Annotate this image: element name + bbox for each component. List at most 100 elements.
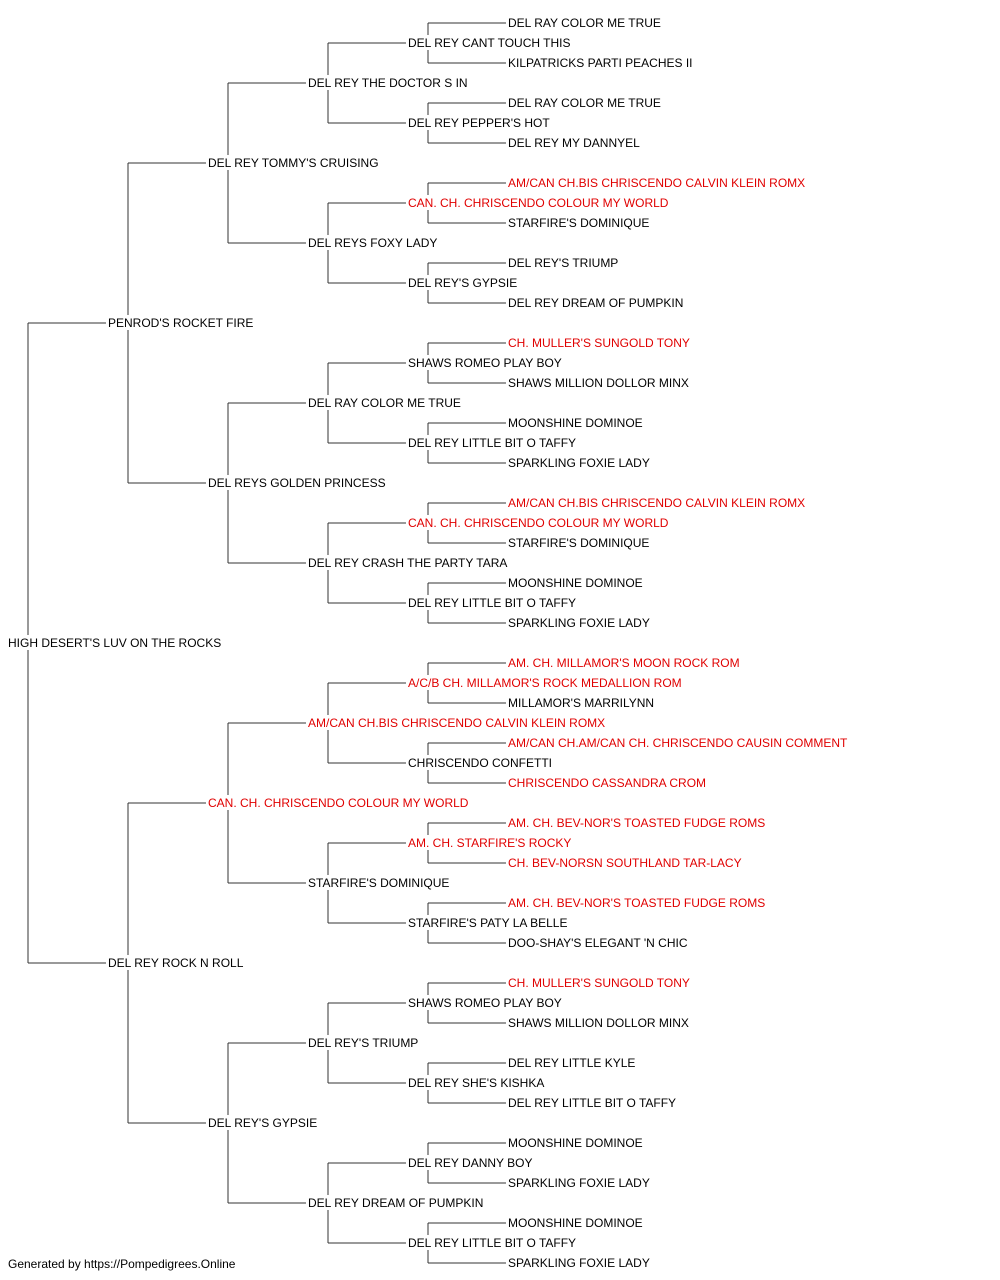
dog-dam-sire-name[interactable]: CAN. CH. CHRISCENDO COLOUR MY WORLD [208,796,469,810]
dog-dam-sire-sire-dam-sire-name[interactable]: AM/CAN CH.AM/CAN CH. CHRISCENDO CAUSIN C… [508,736,848,750]
dog-dam-dam-dam-name[interactable]: DEL REY DREAM OF PUMPKIN [308,1196,483,1210]
dog-dam-dam-dam-sire-name-bg [406,1155,537,1170]
dog-sire-dam-sire-sire-name-bg [406,355,558,370]
dog-sire-dam-dam-sire-name-bg [406,515,668,530]
dog-sire-sire-dam-dam-name-bg [406,275,529,290]
dog-dam-sire-sire-sire-dam-name[interactable]: MILLAMOR'S MARRILYNN [508,696,654,710]
dog-sire-dam-dam-sire-dam-name[interactable]: STARFIRE'S DOMINIQUE [508,536,649,550]
dog-sire-sire-dam-name-bg [306,235,444,250]
dog-dam-sire-sire-dam-dam-name[interactable]: CHRISCENDO CASSANDRA CROM [508,776,706,790]
dog-dam-dam-dam-dam-sire-name[interactable]: MOONSHINE DOMINOE [508,1216,643,1230]
dog-sire-sire-name[interactable]: DEL REY TOMMY'S CRUISING [208,156,379,170]
dog-dam-name[interactable]: DEL REY ROCK N ROLL [108,956,244,970]
dog-dam-sire-dam-dam-name-bg [406,915,588,930]
dog-dam-dam-dam-sire-sire-name[interactable]: MOONSHINE DOMINOE [508,1136,643,1150]
dog-sire-sire-sire-sire-name-bg [406,35,580,50]
dog-dam-dam-dam-dam-dam-name-bg [506,1255,658,1270]
dog-sire-dam-sire-dam-sire-name-bg [506,415,637,430]
dog-sire-sire-sire-sire-sire-name[interactable]: DEL RAY COLOR ME TRUE [508,16,661,30]
dog-sire-dam-sire-dam-name[interactable]: DEL REY LITTLE BIT O TAFFY [408,436,576,450]
dog-sire-dam-dam-name-bg [306,555,517,570]
dog-sire-name[interactable]: PENROD'S ROCKET FIRE [108,316,253,330]
generated-by-footer: Generated by https://Pompedigrees.Online [8,1257,236,1271]
dog-dam-dam-sire-name[interactable]: DEL REY'S TRIUMP [308,1036,418,1050]
dog-dam-sire-sire-name-bg [306,715,619,730]
dog-sire-dam-sire-sire-dam-name[interactable]: SHAWS MILLION DOLLOR MINX [508,376,689,390]
dog-sire-dam-dam-sire-sire-name[interactable]: AM/CAN CH.BIS CHRISCENDO CALVIN KLEIN RO… [508,496,805,510]
dog-sire-sire-dam-sire-dam-name[interactable]: STARFIRE'S DOMINIQUE [508,216,649,230]
dog-dam-sire-dam-sire-name[interactable]: AM. CH. STARFIRE'S ROCKY [408,836,571,850]
dog-dam-sire-dam-name[interactable]: STARFIRE'S DOMINIQUE [308,876,449,890]
dog-sire-sire-dam-name[interactable]: DEL REYS FOXY LADY [308,236,437,250]
dog-dam-sire-dam-sire-dam-name[interactable]: CH. BEV-NORSN SOUTHLAND TAR-LACY [508,856,742,870]
dog-sire-sire-dam-sire-name[interactable]: CAN. CH. CHRISCENDO COLOUR MY WORLD [408,196,669,210]
dog-sire-dam-name[interactable]: DEL REYS GOLDEN PRINCESS [208,476,386,490]
dog-dam-sire-sire-sire-sire-name[interactable]: AM. CH. MILLAMOR'S MOON ROCK ROM [508,656,740,670]
dog-dam-sire-sire-name[interactable]: AM/CAN CH.BIS CHRISCENDO CALVIN KLEIN RO… [308,716,605,730]
dog-sire-dam-sire-name[interactable]: DEL RAY COLOR ME TRUE [308,396,461,410]
dog-dam-dam-sire-sire-name-bg [406,995,558,1010]
dog-dam-dam-sire-sire-name[interactable]: SHAWS ROMEO PLAY BOY [408,996,562,1010]
dog-dam-dam-dam-sire-dam-name-bg [506,1175,658,1190]
dog-dam-sire-sire-dam-sire-name-bg [506,735,848,750]
dog-dam-sire-sire-dam-dam-name-bg [506,775,695,790]
dog-sire-dam-dam-dam-sire-name-bg [506,575,637,590]
dog-sire-sire-dam-dam-sire-name-bg [506,255,629,270]
dog-dam-sire-dam-name-bg [306,875,458,890]
dog-sire-sire-sire-sire-dam-name-bg [506,55,717,70]
dog-sire-name-bg [106,315,258,330]
dog-dam-dam-sire-sire-sire-name-bg [506,975,695,990]
dog-dam-sire-dam-dam-dam-name[interactable]: DOO-SHAY'S ELEGANT 'N CHIC [508,936,688,950]
dog-dam-sire-sire-sire-name[interactable]: A/C/B CH. MILLAMOR'S ROCK MEDALLION ROM [408,676,682,690]
dog-sire-sire-sire-name-bg [306,75,480,90]
dog-dam-sire-sire-dam-name[interactable]: CHRISCENDO CONFETTI [408,756,552,770]
dog-dam-dam-dam-dam-name-bg [406,1235,602,1250]
dog-dam-sire-dam-sire-sire-name[interactable]: AM. CH. BEV-NOR'S TOASTED FUDGE ROMS [508,816,765,830]
dog-dam-dam-dam-sire-dam-name[interactable]: SPARKLING FOXIE LADY [508,1176,650,1190]
dog-sire-dam-dam-dam-dam-name[interactable]: SPARKLING FOXIE LADY [508,616,650,630]
dog-dam-dam-sire-sire-dam-name-bg [506,1015,695,1030]
dog-sire-dam-dam-dam-name[interactable]: DEL REY LITTLE BIT O TAFFY [408,596,576,610]
dog-sire-dam-sire-dam-dam-name-bg [506,455,658,470]
dog-sire-sire-sire-dam-dam-name[interactable]: DEL REY MY DANNYEL [508,136,640,150]
dog-dam-sire-sire-sire-name-bg [406,675,697,690]
dog-sire-dam-sire-sire-dam-name-bg [506,375,695,390]
dog-sire-dam-dam-name[interactable]: DEL REY CRASH THE PARTY TARA [308,556,507,570]
dog-sire-dam-sire-dam-sire-name[interactable]: MOONSHINE DOMINOE [508,416,643,430]
dog-name[interactable]: HIGH DESERT'S LUV ON THE ROCKS [8,636,221,650]
dog-dam-dam-dam-dam-sire-name-bg [506,1215,637,1230]
dog-sire-dam-dam-sire-sire-name-bg [506,495,819,510]
dog-sire-sire-dam-sire-sire-name[interactable]: AM/CAN CH.BIS CHRISCENDO CALVIN KLEIN RO… [508,176,805,190]
dog-sire-dam-dam-sire-name[interactable]: CAN. CH. CHRISCENDO COLOUR MY WORLD [408,516,669,530]
dog-sire-sire-sire-dam-sire-name[interactable]: DEL RAY COLOR ME TRUE [508,96,661,110]
dog-dam-dam-sire-dam-dam-name[interactable]: DEL REY LITTLE BIT O TAFFY [508,1096,676,1110]
dog-sire-sire-dam-sire-dam-name-bg [506,215,658,230]
dog-sire-sire-sire-sire-dam-name[interactable]: KILPATRICKS PARTI PEACHES II [508,56,693,70]
dog-sire-dam-sire-dam-dam-name[interactable]: SPARKLING FOXIE LADY [508,456,650,470]
dog-sire-sire-dam-dam-dam-name[interactable]: DEL REY DREAM OF PUMPKIN [508,296,683,310]
dog-sire-sire-dam-dam-sire-name[interactable]: DEL REY'S TRIUMP [508,256,618,270]
dog-sire-sire-dam-dam-name[interactable]: DEL REY'S GYPSIE [408,276,517,290]
dog-sire-sire-dam-sire-sire-name-bg [506,175,819,190]
dog-sire-dam-sire-sire-sire-name[interactable]: CH. MULLER'S SUNGOLD TONY [508,336,690,350]
dog-dam-sire-sire-dam-name-bg [406,755,551,770]
dog-sire-sire-sire-name[interactable]: DEL REY THE DOCTOR S IN [308,76,468,90]
dog-dam-dam-dam-dam-name[interactable]: DEL REY LITTLE BIT O TAFFY [408,1236,576,1250]
dog-dam-dam-dam-dam-dam-name[interactable]: SPARKLING FOXIE LADY [508,1256,650,1270]
dog-dam-dam-name[interactable]: DEL REY'S GYPSIE [208,1116,317,1130]
dog-dam-dam-sire-dam-name-bg [406,1075,558,1090]
dog-dam-sire-dam-dam-name[interactable]: STARFIRE'S PATY LA BELLE [408,916,567,930]
dog-sire-dam-dam-dam-name-bg [406,595,602,610]
dog-sire-sire-sire-sire-name[interactable]: DEL REY CANT TOUCH THIS [408,36,571,50]
dog-dam-dam-sire-dam-name[interactable]: DEL REY SHE'S KISHKA [408,1076,544,1090]
dog-dam-dam-sire-sire-dam-name[interactable]: SHAWS MILLION DOLLOR MINX [508,1016,689,1030]
dog-sire-dam-sire-sire-name[interactable]: SHAWS ROMEO PLAY BOY [408,356,562,370]
dog-dam-dam-sire-sire-sire-name[interactable]: CH. MULLER'S SUNGOLD TONY [508,976,690,990]
dog-dam-dam-sire-dam-sire-name[interactable]: DEL REY LITTLE KYLE [508,1056,635,1070]
dog-dam-sire-dam-dam-sire-name[interactable]: AM. CH. BEV-NOR'S TOASTED FUDGE ROMS [508,896,765,910]
dog-dam-sire-dam-sire-name-bg [406,835,588,850]
dog-dam-dam-dam-sire-name[interactable]: DEL REY DANNY BOY [408,1156,533,1170]
dog-sire-dam-dam-dam-sire-name[interactable]: MOONSHINE DOMINOE [508,576,643,590]
dog-sire-sire-sire-dam-name[interactable]: DEL REY PEPPER'S HOT [408,116,550,130]
